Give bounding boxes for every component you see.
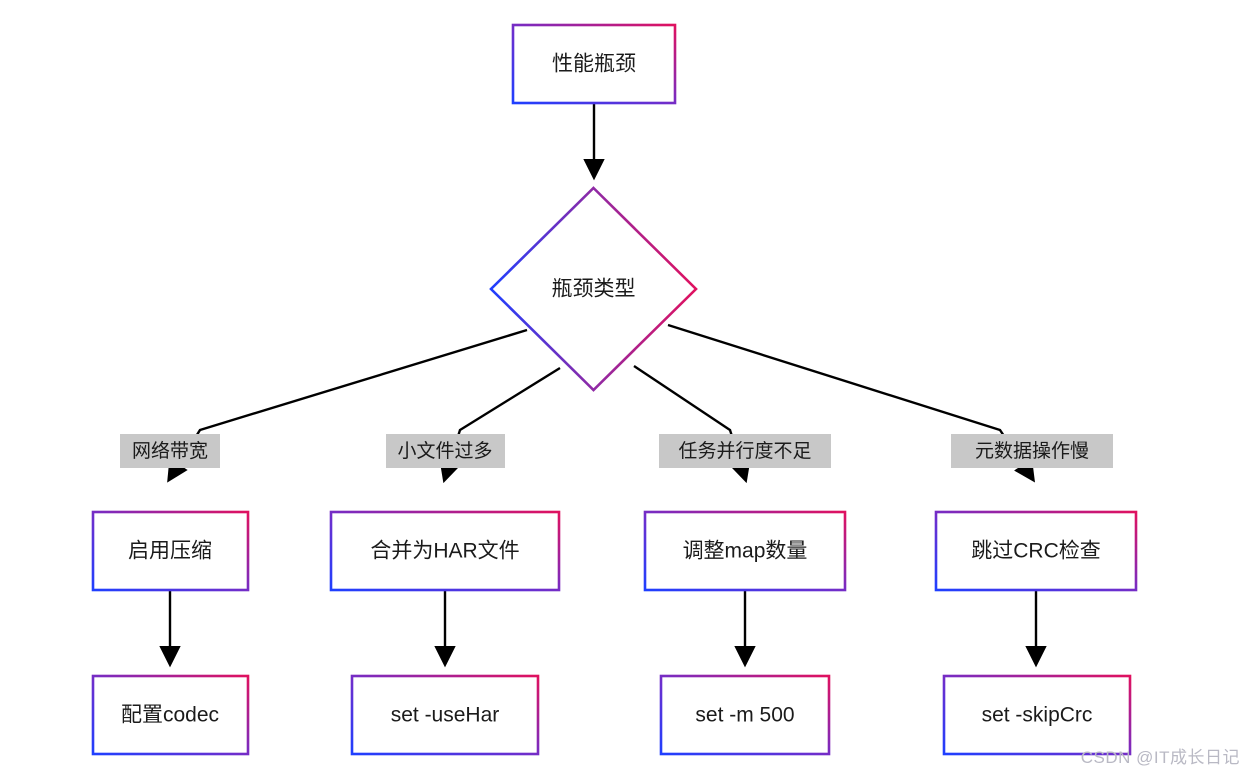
node-label: set -useHar	[391, 704, 500, 727]
node-label: 合并为HAR文件	[370, 540, 519, 563]
node-shape-rect	[643, 510, 847, 592]
node-label: set -skipCrc	[982, 704, 1093, 727]
node-shape-rect	[329, 510, 561, 592]
node-merge-to-har[interactable]: 合并为HAR文件	[329, 510, 561, 592]
node-shape-rect	[659, 674, 831, 756]
edge-label-text: 元数据操作慢	[975, 440, 1089, 462]
node-configure-codec[interactable]: 配置codec	[91, 674, 250, 756]
node-shape-rect	[350, 674, 540, 756]
node-shape-rect	[91, 674, 250, 756]
node-set-skipcrc[interactable]: set -skipCrc	[942, 674, 1132, 756]
node-label: 瓶颈类型	[552, 278, 636, 301]
edge-label-slow-metadata: 元数据操作慢	[951, 434, 1113, 468]
node-label: 跳过CRC检查	[971, 540, 1101, 563]
node-shape-rect	[942, 674, 1132, 756]
watermark-text: CSDN @IT成长日记	[1080, 748, 1240, 767]
edge-label-text: 小文件过多	[397, 440, 492, 462]
edge-labels-layer: 网络带宽 小文件过多 任务并行度不足 元数据操作慢	[120, 434, 1113, 468]
edge-label-low-parallelism: 任务并行度不足	[659, 434, 831, 468]
node-shape-rect	[91, 510, 250, 592]
node-label: set -m 500	[695, 704, 794, 727]
node-label: 性能瓶颈	[552, 53, 636, 76]
node-shape-rect	[934, 510, 1138, 592]
node-skip-crc-check[interactable]: 跳过CRC检查	[934, 510, 1138, 592]
node-set-m-500[interactable]: set -m 500	[659, 674, 831, 756]
edge-label-text: 任务并行度不足	[678, 440, 811, 462]
node-shape-diamond	[489, 186, 698, 392]
edges-layer	[159, 103, 1047, 668]
node-enable-compression[interactable]: 启用压缩	[91, 510, 250, 592]
edge-label-network-bandwidth: 网络带宽	[120, 434, 220, 468]
node-bottleneck-type[interactable]: 瓶颈类型	[489, 186, 698, 392]
nodes-layer: 性能瓶颈 瓶颈类型 启用压缩 配置codec 合并为HAR文件 set -use	[91, 23, 1138, 756]
edge-label-text: 网络带宽	[132, 440, 208, 462]
node-label: 启用压缩	[128, 540, 212, 563]
node-label: 调整map数量	[683, 540, 808, 563]
node-adjust-map-count[interactable]: 调整map数量	[643, 510, 847, 592]
node-performance-bottleneck[interactable]: 性能瓶颈	[511, 23, 677, 105]
node-label: 配置codec	[121, 704, 219, 727]
edge-label-small-files: 小文件过多	[386, 434, 505, 468]
node-shape-rect	[511, 23, 677, 105]
node-set-usehar[interactable]: set -useHar	[350, 674, 540, 756]
